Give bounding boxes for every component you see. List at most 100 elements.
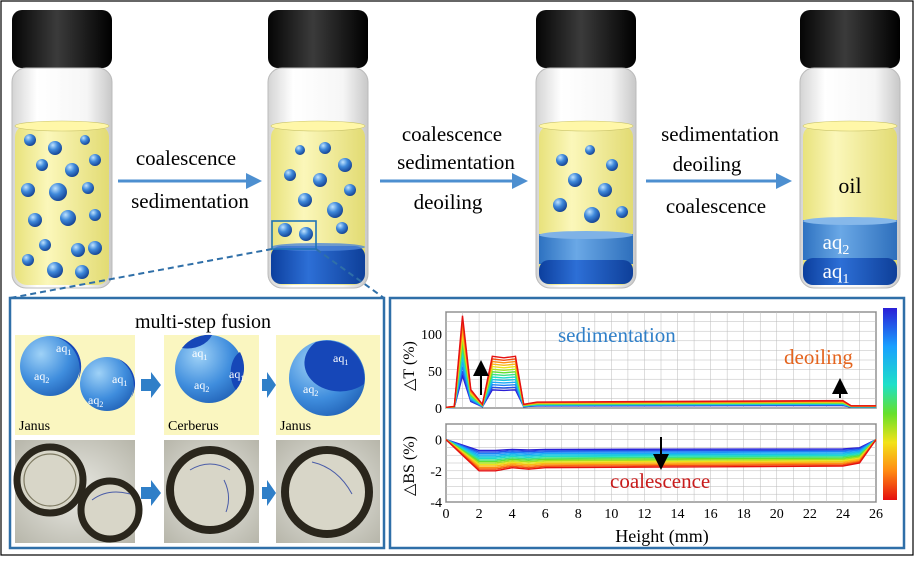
svg-text:aq2: aq2 [34, 369, 49, 385]
series-line [445, 438, 877, 455]
micrograph-3 [276, 440, 380, 543]
transmission-chart: 0 50 100 [421, 311, 877, 417]
svg-text:aq1: aq1 [112, 372, 127, 388]
x-tick-label: 26 [869, 507, 883, 522]
aq1-layer [271, 246, 365, 284]
step-2-line3: deoiling [414, 190, 483, 214]
series-line [445, 438, 877, 456]
annotation-deoiling: deoiling [784, 345, 853, 369]
series-line [445, 438, 877, 453]
droplet [88, 241, 102, 255]
y-tick-label: -4 [430, 496, 442, 511]
series-line [445, 439, 877, 467]
fusion-arrow-1 [141, 372, 161, 398]
droplet [36, 159, 48, 171]
x-tick-label: 0 [443, 507, 450, 522]
oil-label: oil [838, 173, 861, 198]
droplet [82, 182, 94, 194]
svg-text:aq1: aq1 [192, 346, 207, 362]
aq2-layer [803, 220, 897, 260]
color-scale-bar [883, 308, 897, 500]
fusion-panel: multi-step fusion aq1 aq2 aq1 aq2 Janus … [8, 296, 386, 550]
droplet [89, 154, 101, 166]
series-line [445, 438, 877, 459]
micrograph-1 [13, 440, 143, 543]
y-tick-label: 50 [428, 365, 442, 380]
droplet [606, 159, 618, 171]
series-line [445, 439, 877, 466]
panel-1-label: Janus [19, 419, 50, 434]
droplet [71, 243, 85, 257]
panel-3-label: Janus [280, 419, 311, 434]
droplet [553, 198, 567, 212]
aq1-layer [539, 260, 633, 284]
droplet [65, 163, 79, 177]
droplet [47, 262, 63, 278]
droplet [28, 213, 42, 227]
zoom-line-left [9, 248, 273, 299]
droplet [49, 183, 67, 201]
svg-text:aq2: aq2 [303, 382, 318, 398]
droplet [284, 169, 296, 181]
droplet [80, 135, 90, 145]
y-tick-label: 100 [421, 328, 442, 343]
vial-cap [268, 10, 368, 68]
bs-ylabel: △BS (%) [401, 436, 418, 496]
zoom-box [271, 220, 317, 250]
series-line [445, 439, 877, 470]
fusion-arrow-4 [262, 480, 276, 506]
droplet [75, 265, 89, 279]
step-3-line1: sedimentation [661, 122, 779, 146]
x-tick-label: 18 [737, 507, 751, 522]
droplet [48, 141, 62, 155]
step-1-line2: sedimentation [131, 189, 249, 213]
y-tick-label: 0 [435, 402, 442, 417]
droplet [616, 206, 628, 218]
panel-2-label: Cerberus [168, 419, 219, 434]
droplet [299, 227, 313, 241]
vial-coalescing [267, 10, 369, 289]
x-tick-label: 2 [476, 507, 483, 522]
droplet [313, 173, 327, 187]
vial-cap [800, 10, 900, 68]
droplet [24, 134, 36, 146]
droplet [336, 222, 348, 234]
droplets [21, 134, 102, 279]
droplet [21, 183, 35, 197]
droplet [556, 154, 568, 166]
droplet [598, 183, 612, 197]
vial-layering [535, 10, 637, 289]
step-arrow-3: sedimentation deoiling coalescence [646, 122, 792, 218]
janus-drop-fused: aq1 aq2 [289, 340, 365, 416]
janus-drop-2: aq1 aq2 [80, 357, 136, 411]
series-line [445, 439, 877, 461]
x-tick-label: 4 [509, 507, 516, 522]
svg-text:aq1: aq1 [229, 367, 244, 383]
x-tick-label: 10 [604, 507, 618, 522]
x-tick-label: 14 [671, 507, 685, 522]
x-axis-label: Height (mm) [615, 526, 708, 547]
aq1-layer [803, 258, 897, 285]
svg-text:aq1: aq1 [333, 351, 348, 367]
droplet [584, 207, 600, 223]
series-line [445, 438, 877, 458]
x-tick-label: 24 [836, 507, 850, 522]
x-tick-label: 16 [704, 507, 718, 522]
y-tick-label: 0 [435, 434, 442, 449]
droplet [344, 184, 356, 196]
droplet [89, 209, 101, 221]
droplet [22, 254, 34, 266]
svg-text:aq2: aq2 [194, 378, 209, 394]
step-3-line2: deoiling [673, 152, 742, 176]
fusion-title: multi-step fusion [135, 311, 271, 333]
step-1-line1: coalescence [136, 146, 236, 170]
step-2-line2: sedimentation [397, 150, 515, 174]
vial-separated: oil aq2 aq1 [799, 10, 901, 289]
droplet [319, 142, 331, 154]
annotation-sedimentation: sedimentation [558, 323, 676, 347]
aq2-label: aq2 [823, 230, 850, 258]
janus-drop-1: aq1 aq2 [20, 336, 82, 396]
series-line [445, 439, 877, 463]
